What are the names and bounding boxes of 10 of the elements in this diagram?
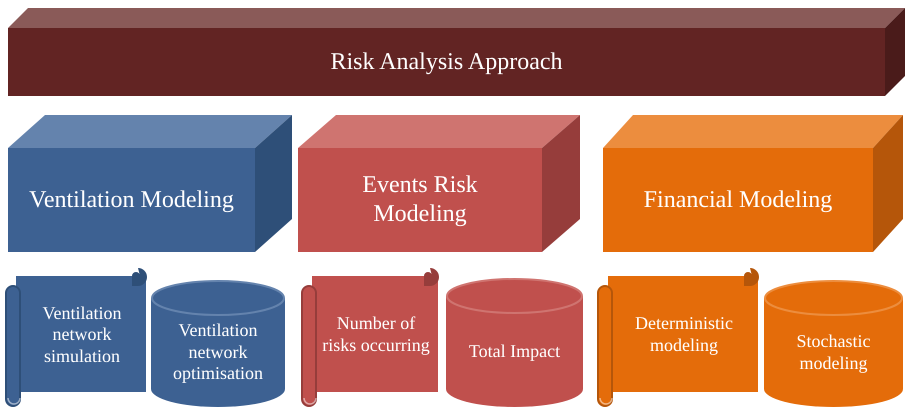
block-label: Risk Analysis Approach [330,48,562,76]
scroll-label: Deterministic modeling [634,313,734,357]
scroll-label: Ventilation network simulation [42,302,122,368]
cylinder-label: Total Impact [468,340,560,362]
block-label: Ventilation Modeling [29,186,234,214]
block-label: Events Risk Modeling [361,171,479,229]
cylinder-label: Ventilation network optimisation [172,320,264,385]
scroll-label: Number of risks occurring [321,313,431,357]
block-label: Financial Modeling [644,186,832,214]
cylinder-label: Stochastic modeling [796,330,872,374]
